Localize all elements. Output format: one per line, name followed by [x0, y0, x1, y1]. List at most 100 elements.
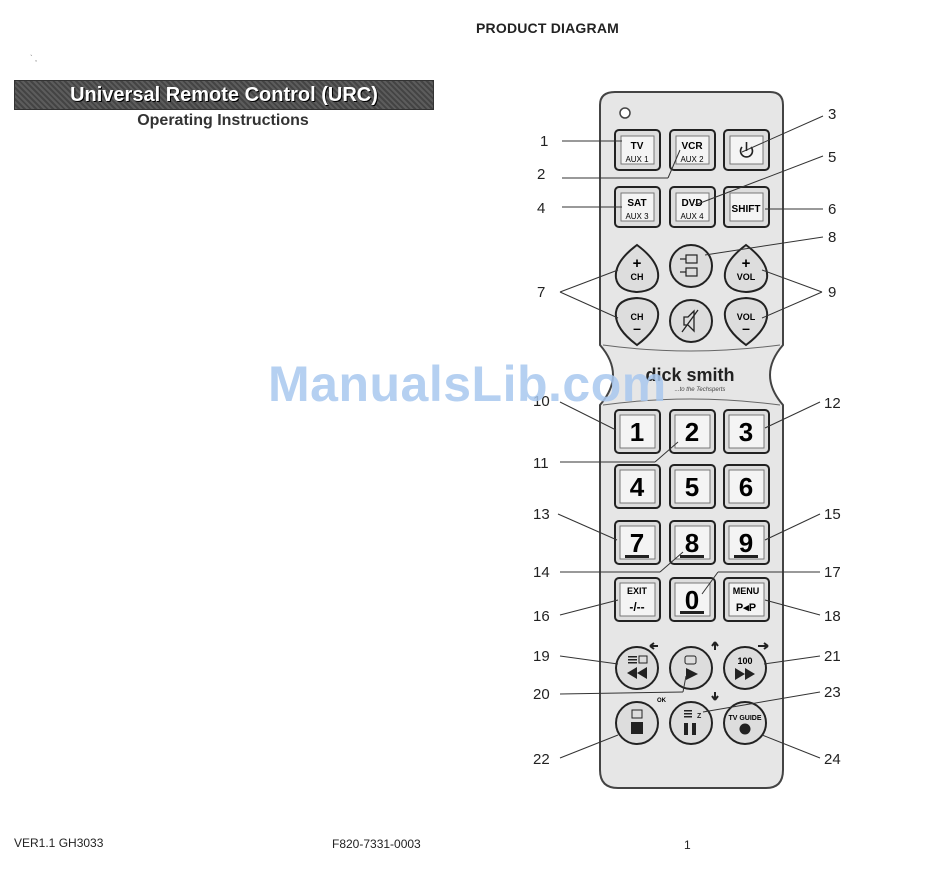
channel-up-button[interactable]: + CH [614, 243, 660, 294]
callout-10: 10 [533, 393, 550, 410]
tv-button[interactable]: TV AUX 1 [614, 129, 661, 171]
play-icon [686, 668, 698, 680]
callout-23: 23 [824, 684, 841, 701]
brand-tagline: ...to the Techsperts [675, 387, 726, 393]
footer-code: F820-7331-0003 [332, 837, 421, 851]
vol-up-button[interactable]: + VOL [723, 243, 769, 294]
digit-6-button[interactable]: 6 [723, 464, 770, 509]
callout-9: 9 [828, 284, 836, 301]
brand-logo: dick smith [645, 365, 734, 385]
digit-7-button[interactable]: 7 [614, 520, 661, 565]
stop-icon [631, 722, 643, 734]
callout-14: 14 [533, 564, 550, 581]
callout-13: 13 [533, 506, 550, 523]
digit-2-button[interactable]: 2 [669, 409, 716, 454]
up-arrow-icon [711, 641, 719, 650]
dvd-button[interactable]: DVD AUX 4 [669, 186, 716, 228]
exit-button[interactable]: EXIT -/-- [614, 577, 661, 622]
svg-text:–: – [633, 320, 641, 336]
teletext-icon [631, 709, 643, 719]
callout-5: 5 [828, 149, 836, 166]
svg-text:+: + [633, 255, 642, 272]
svg-text:–: – [742, 320, 750, 336]
mute-button[interactable] [669, 299, 713, 343]
rewind-button[interactable] [615, 642, 659, 690]
aux4-label: AUX 4 [680, 212, 704, 221]
exit-label: EXIT [627, 586, 648, 596]
callout-19: 19 [533, 648, 550, 665]
hundred-label: 100 [737, 656, 752, 666]
menu-label: MENU [733, 586, 760, 596]
vol-up-label: VOL [737, 272, 756, 282]
input-source-button[interactable] [669, 244, 713, 288]
pip-label: P◂P [736, 602, 756, 614]
channel-down-button[interactable]: CH – [614, 296, 660, 347]
callout-24: 24 [824, 751, 841, 768]
callout-22: 22 [533, 751, 550, 768]
callout-20: 20 [533, 686, 550, 703]
diagram-title: PRODUCT DIAGRAM [476, 20, 619, 36]
digit-7-label: 7 [630, 528, 644, 558]
dash-label: -/-- [629, 600, 644, 614]
title-banner: Universal Remote Control (URC) [14, 80, 434, 110]
digit-3-label: 3 [739, 417, 753, 447]
shift-button[interactable]: SHIFT [723, 186, 770, 228]
sat-label: SAT [627, 198, 646, 209]
digit-5-button[interactable]: 5 [669, 464, 716, 509]
down-arrow-icon [711, 692, 719, 701]
callout-17: 17 [824, 564, 841, 581]
callout-12: 12 [824, 395, 841, 412]
ok-label: OK [657, 698, 667, 704]
input-source-icon [680, 254, 698, 277]
digit-2-label: 2 [685, 417, 699, 447]
vcr-label: VCR [681, 141, 703, 152]
footer-version: VER1.1 GH3033 [14, 836, 104, 850]
right-arrow-icon [758, 642, 769, 650]
aux3-label: AUX 3 [625, 212, 649, 221]
callout-8: 8 [828, 229, 836, 246]
digit-5-label: 5 [685, 472, 699, 502]
digit-1-label: 1 [630, 417, 644, 447]
play-button[interactable]: OK [657, 641, 719, 704]
record-icon [739, 723, 751, 735]
digit-0-button[interactable]: 0 [669, 577, 716, 622]
callout-21: 21 [824, 648, 841, 665]
teletext-hold-icon: Z [684, 710, 702, 720]
callout-11: 11 [533, 455, 549, 472]
callout-6: 6 [828, 201, 836, 218]
scan-mark: ` , [30, 54, 38, 63]
stop-button[interactable] [615, 701, 659, 745]
aux1-label: AUX 1 [625, 155, 649, 164]
record-button[interactable]: TV GUIDE [723, 701, 767, 745]
digit-4-button[interactable]: 4 [614, 464, 661, 509]
digit-4-label: 4 [630, 472, 645, 502]
tv-label: TV [631, 141, 644, 152]
pause-button[interactable]: Z [669, 692, 719, 745]
mute-icon [681, 309, 699, 333]
callout-3: 3 [828, 106, 836, 123]
fast-forward-button[interactable]: 100 [723, 642, 769, 690]
pause-icon [684, 723, 696, 735]
ch-down-label: CH [631, 312, 644, 322]
callout-2: 2 [537, 166, 545, 183]
subtitle: Operating Instructions [137, 112, 309, 129]
ir-led [619, 107, 631, 119]
dvd-label: DVD [681, 198, 702, 209]
digit-1-button[interactable]: 1 [614, 409, 661, 454]
shift-label: SHIFT [732, 204, 761, 215]
digit-9-button[interactable]: 9 [723, 520, 770, 565]
svg-text:Z: Z [697, 713, 702, 720]
screen-icon [684, 655, 697, 665]
menu-button[interactable]: MENU P◂P [723, 577, 770, 622]
digit-3-button[interactable]: 3 [723, 409, 770, 454]
digit-6-label: 6 [739, 472, 753, 502]
fast-forward-icon [735, 668, 755, 680]
callout-7: 7 [537, 284, 545, 301]
callout-16: 16 [533, 608, 550, 625]
digit-9-label: 9 [739, 528, 753, 558]
rewind-icon [627, 655, 648, 679]
ch-up-label: CH [631, 272, 644, 282]
vol-down-button[interactable]: VOL – [723, 296, 769, 347]
vcr-button[interactable]: VCR AUX 2 [669, 129, 716, 171]
